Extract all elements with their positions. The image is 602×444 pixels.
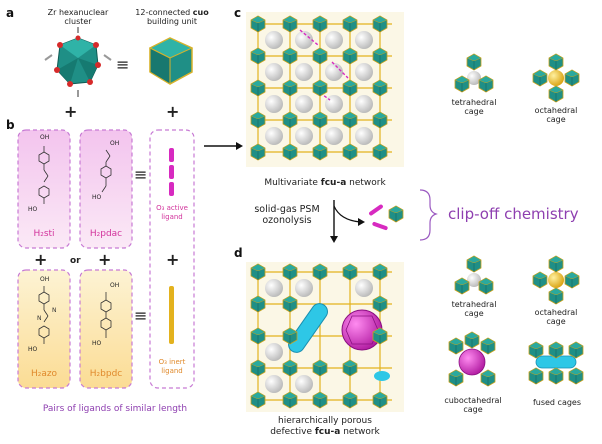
ho-label-pdac: HO bbox=[92, 194, 102, 201]
fused-cages-graphic bbox=[528, 341, 584, 385]
svg-text:N: N bbox=[37, 315, 42, 322]
oh-label-sti: OH bbox=[40, 134, 50, 141]
fused-cages-label: fused cages bbox=[532, 398, 582, 407]
zr-cluster-graphic bbox=[44, 27, 112, 97]
schematic-ligand-box bbox=[149, 129, 195, 389]
clipped-fragments-graphic bbox=[369, 204, 404, 231]
plus-sign-left: + bbox=[34, 250, 48, 269]
defective-network-label: hierarchically porous defective fcu-a ne… bbox=[270, 416, 380, 437]
octahedral-cage-d-graphic bbox=[532, 255, 580, 305]
defective-fcu-a-network-graphic bbox=[246, 262, 404, 412]
svg-text:N: N bbox=[52, 307, 57, 314]
oh-label-pdac: OH bbox=[110, 140, 120, 147]
ho-label-bpdc: HO bbox=[92, 340, 102, 347]
cuo-label: 12-connected cuo building unit bbox=[135, 8, 209, 26]
h2bpdc-box bbox=[79, 269, 133, 389]
h2azo-label: H₂azo bbox=[30, 369, 58, 379]
clip-off-chemistry-label: clip-off chemistry bbox=[448, 205, 579, 223]
ho-label-azo: HO bbox=[28, 346, 38, 353]
octahedral-cage-top-graphic bbox=[532, 53, 580, 103]
o3-active-ligand-graphic bbox=[169, 148, 174, 196]
h2bpdc-label: H₂bpdc bbox=[89, 369, 123, 379]
tetrahedral-cage-d-graphic bbox=[454, 255, 494, 295]
mtv-network-label: Multivariate fcu-a network bbox=[264, 178, 386, 188]
panel-letter-b: b bbox=[6, 118, 15, 132]
h2sti-label: H₂sti bbox=[33, 229, 55, 239]
h2pdac-box bbox=[79, 129, 133, 249]
equiv-sign-b-top: ≡ bbox=[134, 165, 148, 184]
plus-sign-top-left: + bbox=[64, 102, 78, 121]
h2sti-box bbox=[17, 129, 71, 249]
pairs-caption: Pairs of ligands of similar length bbox=[42, 404, 188, 414]
o3-inert-ligand-graphic bbox=[169, 286, 174, 344]
h2azo-box bbox=[17, 269, 71, 389]
or-label: or bbox=[70, 256, 81, 266]
plus-sign-right: + bbox=[166, 250, 180, 269]
mtv-fcu-a-network-graphic bbox=[246, 12, 404, 167]
ligand-structures bbox=[38, 146, 112, 344]
clip-off-bracket bbox=[419, 189, 438, 241]
oh-label-azo: OH bbox=[40, 276, 50, 283]
panel-letter-d: d bbox=[234, 246, 243, 260]
equiv-sign-b-bottom: ≡ bbox=[134, 306, 148, 325]
oh-label-bpdc: OH bbox=[110, 282, 120, 289]
plus-sign-top-right: + bbox=[166, 102, 180, 121]
panel-letter-c: c bbox=[234, 6, 242, 20]
ho-label-sti: HO bbox=[28, 206, 38, 213]
h2pdac-label: H₂pdac bbox=[89, 229, 123, 239]
panel-letter-a: a bbox=[6, 6, 15, 20]
equiv-sign-a: ≡ bbox=[116, 55, 130, 74]
cluster-label: Zr hexanuclear cluster bbox=[47, 8, 109, 26]
cuboctahedral-cage-graphic bbox=[448, 331, 496, 387]
plus-sign-middle: + bbox=[98, 250, 112, 269]
tetrahedral-cage-top-graphic bbox=[454, 53, 494, 93]
cuo-building-unit-graphic bbox=[148, 37, 194, 85]
